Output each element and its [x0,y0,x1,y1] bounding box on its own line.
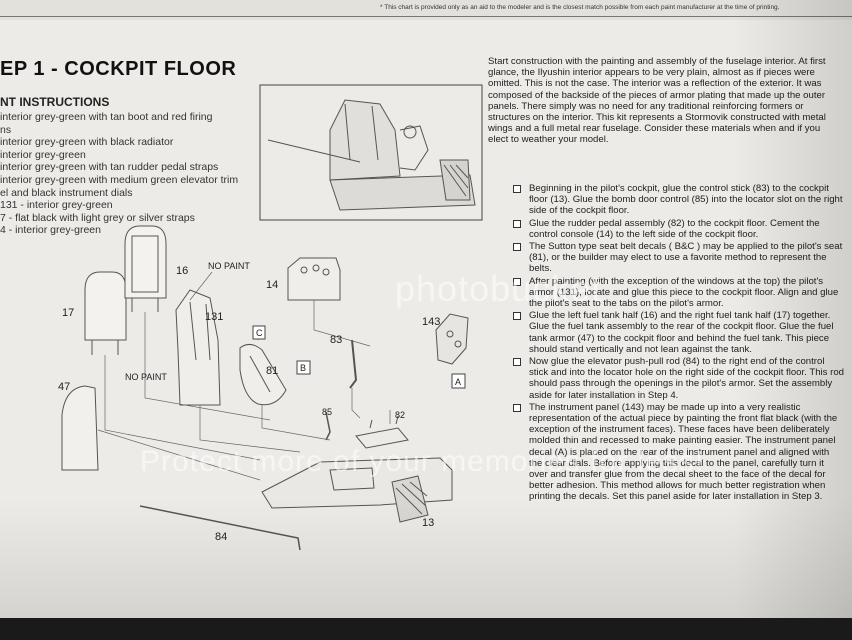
push-pull-rod-part [139,505,301,551]
step-text: Glue the left fuel tank half (16) and th… [529,310,834,355]
checkbox-icon [513,185,521,193]
step-item: After painting (with the exception of th… [510,276,845,310]
step-title: EP 1 - COCKPIT FLOOR [0,58,237,80]
part-label-131: 131 [205,311,223,323]
part-label-85: 85 [322,407,332,417]
assembly-guide-lines [97,271,391,481]
photo-shadow [0,498,852,618]
photo-shadow [732,0,852,618]
bomb-door-control-part [325,411,331,441]
step-item: Glue the rudder pedal assembly (82) to t… [510,218,845,240]
decal-label-b: B [300,363,306,373]
instruction-sheet: * This chart is provided only as an aid … [0,0,852,618]
watermark-tagline: Protect more of your memories for less! [140,445,705,478]
intro-paragraph: Start construction with the painting and… [488,56,826,146]
step-item: Beginning in the pilot's cockpit, glue t… [510,183,845,217]
part-label-17: 17 [62,307,74,319]
control-console-part [287,257,341,301]
step-text: Beginning in the pilot's cockpit, glue t… [529,183,843,217]
decal-box-b [296,360,311,375]
fuel-tank-parts [84,225,167,355]
part-label-14: 14 [266,279,278,291]
checkbox-icon [513,403,521,412]
paint-chart-footnote: * This chart is provided only as an aid … [380,4,780,11]
step-item: Glue the left fuel tank half (16) and th… [510,310,845,355]
top-rule [0,16,852,17]
checkbox-icon [513,219,521,228]
part-label-47: 47 [58,381,70,393]
part-label-82: 82 [395,410,405,420]
step-text: Glue the rudder pedal assembly (82) to t… [529,217,820,240]
part-label-143: 143 [422,316,440,328]
checkbox-icon [513,277,521,286]
paint-instructions-list: interior grey-green with tan boot and re… [0,111,238,237]
inset-frame [259,84,483,221]
decal-box-c [252,325,266,340]
watermark-logo: photobucket [395,268,603,309]
paint-item: interior grey-green with black radiator [0,136,174,149]
assembly-diagram: 16 17 14 131 NO PAINT NO PAINT C B 81 83… [58,84,483,551]
assembly-steps: Beginning in the pilot's cockpit, glue t… [510,183,845,504]
step-text: The Sutton type seat belt decals ( B&C )… [529,241,843,275]
cockpit-floor-part [261,457,453,523]
step-text: After painting (with the exception of th… [529,275,839,310]
decal-box-a [451,373,466,389]
checkbox-icon [513,312,521,321]
part-label-81: 81 [266,365,278,377]
paint-instructions-heading: NT INSTRUCTIONS [0,95,110,109]
inset-cockpit-drawing [267,99,476,211]
paint-chart-strip [0,0,852,20]
paint-item: 7 - flat black with light grey or silver… [0,211,195,224]
part-label-84: 84 [215,531,227,543]
instrument-panel-part [435,313,469,365]
checkbox-icon [513,358,521,367]
paint-item: interior grey-green [0,148,86,161]
decal-label-c: C [256,328,263,338]
paint-item: ns [0,123,12,136]
control-stick-part [349,339,358,389]
no-paint-label: NO PAINT [208,261,250,271]
paint-item: interior grey-green with medium green el… [0,173,239,186]
step-text: Now glue the elevator push-pull rod (84)… [529,356,844,401]
checkbox-icon [513,243,521,252]
rudder-pedal-part [355,415,409,449]
step-item: The Sutton type seat belt decals ( B&C )… [510,241,845,275]
paint-item: 4 - interior grey-green [0,224,101,237]
pilot-seat-part [239,344,287,406]
decal-label-a: A [455,377,461,387]
step-text: The instrument panel (143) may be made u… [529,401,838,503]
paint-item: interior grey-green with tan rudder peda… [0,161,219,174]
part-label-83: 83 [330,334,342,346]
paint-item: 131 - interior grey-green [0,199,113,212]
paint-item: interior grey-green with tan boot and re… [0,111,213,123]
step-item: Now glue the elevator push-pull rod (84)… [510,356,845,401]
pilot-armor-part [175,289,221,406]
no-paint-label: NO PAINT [125,372,167,382]
step-item: The instrument panel (143) may be made u… [510,402,845,503]
part-label-16: 16 [176,265,188,277]
part-label-13: 13 [422,517,434,529]
fuel-tank-armor-part [61,385,99,471]
paint-item: el and black instrument dials [0,186,133,199]
